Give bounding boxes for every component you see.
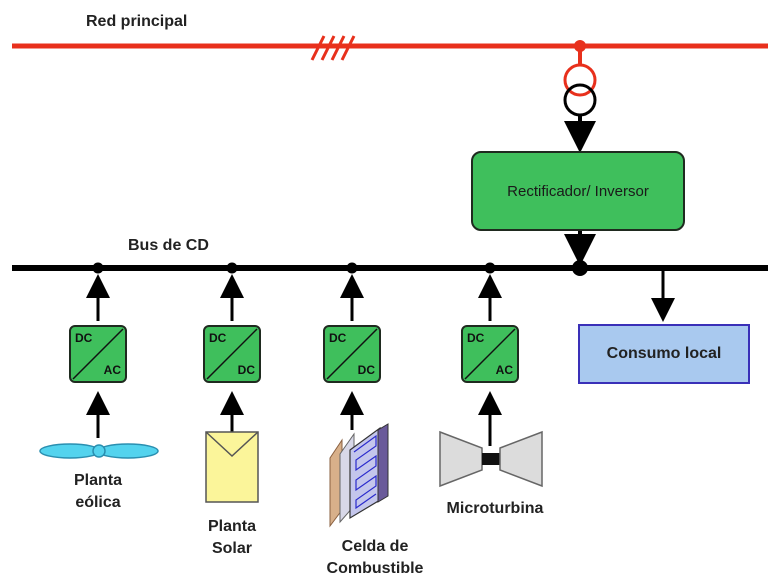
local-load-label: Consumo local (606, 345, 722, 362)
grid-label: Red principal (86, 13, 188, 30)
converter-in-label: DC (329, 331, 347, 345)
source-label-line2: eólica (75, 494, 121, 511)
transformer-icon (563, 63, 597, 117)
rectifier-inverter-label: Rectificador/ Inversor (507, 182, 649, 200)
source-label-fuel-cell: Celda de Combustible (310, 539, 440, 577)
fuel-cell-icon (329, 423, 389, 528)
source-label-solar: Planta Solar (192, 519, 272, 557)
source-label-line1: Planta (207, 518, 256, 535)
converter-out-label: DC (357, 363, 375, 377)
source-branches (86, 262, 502, 446)
converter-out-label: AC (495, 363, 513, 377)
source-label-line1: Microturbina (446, 500, 544, 517)
source-label-microturbine: Microturbina (425, 501, 565, 517)
source-label-line1: Planta (73, 472, 122, 489)
source-label-line2: Combustible (326, 560, 424, 577)
converter-in-label: DC (75, 331, 93, 345)
wind-turbine-icon (39, 443, 159, 459)
bus-junction-dot-main (572, 260, 588, 276)
converter-wind: DC AC (69, 325, 127, 383)
local-load-block: Consumo local (578, 324, 750, 384)
source-label-line1: Celda de (341, 538, 409, 555)
converter-diagonal-icon (72, 328, 124, 380)
bus-label: Bus de CD (128, 237, 209, 254)
converter-diagonal-icon (464, 328, 516, 380)
converter-microturbine: DC AC (461, 325, 519, 383)
converter-diagonal-icon (206, 328, 258, 380)
solar-panel-icon (205, 431, 259, 503)
converter-in-label: DC (467, 331, 485, 345)
converter-out-label: DC (237, 363, 255, 377)
converter-solar: DC DC (203, 325, 261, 383)
microturbine-icon (439, 430, 543, 488)
converter-out-label: AC (103, 363, 121, 377)
converter-diagonal-icon (326, 328, 378, 380)
source-label-wind: Planta eólica (58, 473, 138, 511)
converter-in-label: DC (209, 331, 227, 345)
converter-fuel-cell: DC DC (323, 325, 381, 383)
grid-break-marks (310, 35, 356, 61)
rectifier-inverter-block: Rectificador/ Inversor (471, 151, 685, 231)
source-label-line2: Solar (211, 540, 252, 557)
